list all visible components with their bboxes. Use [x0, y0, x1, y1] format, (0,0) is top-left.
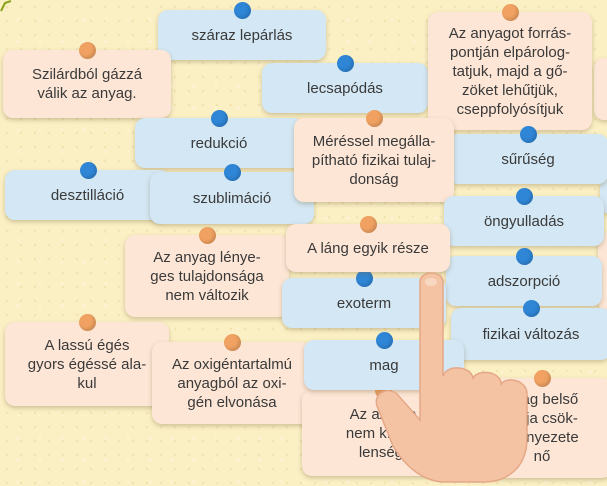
card-label: Méréssel megálla- pítható fizikai tulaj-…	[311, 132, 437, 188]
card-label: redukció	[190, 134, 248, 152]
card-adszorpcio[interactable]: adszorpció	[446, 248, 602, 306]
card-anyagot-forraspontjan[interactable]: Az anyagot forrás- pontján elpárolog- ta…	[428, 4, 592, 130]
card-fizikai-valtozas[interactable]: fizikai változás	[451, 300, 607, 360]
pin-icon	[360, 216, 377, 233]
pin-icon	[534, 370, 551, 387]
pin-icon	[199, 227, 216, 244]
pin-icon	[376, 332, 393, 349]
card-label: fizikai változás	[482, 325, 580, 343]
card-lecsapodas[interactable]: lecsapódás	[262, 55, 428, 113]
pin-icon	[79, 162, 97, 179]
pin-icon	[224, 334, 241, 351]
card-label: Az anyag lénye- ges tulajdonsága nem vál…	[150, 248, 264, 304]
card-lassu-eges[interactable]: A lassú égés gyors égéssé ala- kul	[5, 314, 169, 406]
card-desztillacio[interactable]: desztilláció	[5, 162, 170, 220]
card-szilard-gazza[interactable]: Szilárdból gázzá válik az anyag.	[3, 42, 171, 118]
card-label: adszorpció	[487, 272, 561, 290]
pin-icon	[366, 110, 383, 127]
card-meressel[interactable]: Méréssel megálla- pítható fizikai tulaj-…	[294, 110, 454, 202]
card-ongyulladas[interactable]: öngyulladás	[444, 188, 604, 246]
card-label: öngyulladás	[483, 212, 565, 230]
card-label: sűrűség	[501, 150, 555, 168]
pin-icon	[520, 126, 537, 143]
pin-icon	[516, 188, 533, 205]
card-label: A lassú égés gyors égéssé ala- kul	[27, 336, 147, 392]
corner-marker-icon	[0, 0, 12, 12]
pointing-hand-icon	[375, 272, 528, 483]
card-edge-right[interactable]	[600, 178, 607, 214]
card-lang-egyik-resze[interactable]: A láng egyik része	[286, 216, 450, 272]
card-szublimacio[interactable]: szublimáció	[150, 164, 314, 224]
pin-icon	[523, 300, 540, 317]
card-label: mag	[369, 356, 399, 374]
card-label: lecsapódás	[307, 79, 383, 97]
card-label: desztilláció	[50, 186, 125, 204]
card-label: Az anyagot forrás- pontján elpárolog- ta…	[448, 24, 572, 118]
card-label: Az oxigéntartalmú anyagból az oxi- gén e…	[171, 355, 293, 411]
card-oxigentartalmu[interactable]: Az oxigéntartalmú anyagból az oxi- gén e…	[152, 334, 312, 424]
pin-icon	[516, 248, 533, 265]
card-label: szublimáció	[192, 189, 272, 207]
card-label: A láng egyik része	[307, 239, 429, 257]
pin-icon	[224, 164, 241, 181]
card-szaraz-leparlas[interactable]: száraz lepárlás	[158, 2, 326, 60]
card-lenyeges-tulajdonsag[interactable]: Az anyag lénye- ges tulajdonsága nem vál…	[125, 227, 289, 317]
pin-icon	[356, 270, 373, 287]
card-label: Szilárdból gázzá válik az anyag.	[31, 66, 143, 102]
pin-icon	[234, 2, 251, 19]
pin-icon	[211, 110, 228, 127]
card-label: száraz lepárlás	[191, 26, 293, 44]
card-label: exoterm	[336, 294, 392, 312]
card-edge-right-2[interactable]	[598, 232, 607, 312]
card-suruseg[interactable]: sűrűség	[448, 126, 607, 184]
pin-icon	[79, 314, 96, 331]
pin-icon	[79, 42, 96, 59]
card-exoterm[interactable]: exoterm	[282, 270, 446, 328]
pin-icon	[502, 4, 519, 21]
card-edge-top-right[interactable]	[594, 58, 607, 120]
pin-icon	[337, 55, 354, 72]
card-redukcio[interactable]: redukció	[135, 110, 303, 168]
